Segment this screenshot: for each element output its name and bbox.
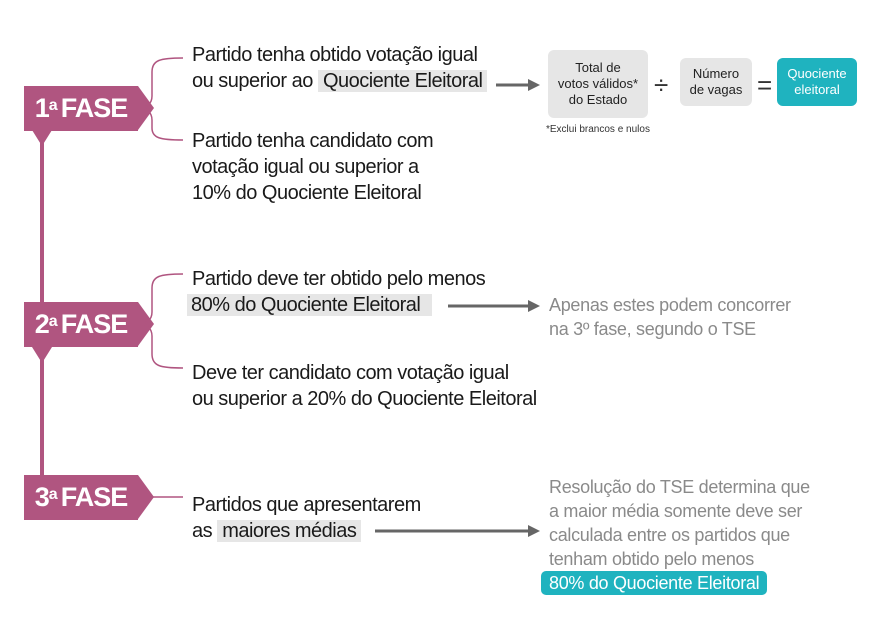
phase-1-pointer <box>32 130 52 146</box>
divide-sign: ÷ <box>654 70 669 100</box>
phase-1-condition-1: Partido tenha obtido votação igual ou su… <box>192 42 488 94</box>
phase-3-condition-1: Partidos que apresentarem as maiores méd… <box>192 494 421 542</box>
phase-2-arrow <box>138 302 154 346</box>
phase-1-brace <box>139 57 184 141</box>
formula-footnote: *Exclui brancos e nulos <box>546 124 650 135</box>
phase-2-condition-1: Partido deve ter obtido pelo menos 80% d… <box>187 266 486 318</box>
phase-1-condition-2: Partido tenha candidato com votação igua… <box>192 130 434 204</box>
phase-2-condition-2: Deve ter candidato com votação igual ou … <box>192 362 537 410</box>
phase-2-brace <box>139 273 184 369</box>
phase-3-arrow <box>138 475 154 519</box>
equals-sign: = <box>757 70 773 100</box>
phase-1-arrow <box>138 86 154 130</box>
phase-3-note: Resolução do TSE determina que a maior m… <box>541 475 810 595</box>
phase-3-note-highlight: 80% do Quociente Eleitoral <box>541 571 768 595</box>
phase-2-note: Apenas estes podem concorrer na 3º fase,… <box>549 295 791 339</box>
phase-2-pointer <box>32 347 52 363</box>
